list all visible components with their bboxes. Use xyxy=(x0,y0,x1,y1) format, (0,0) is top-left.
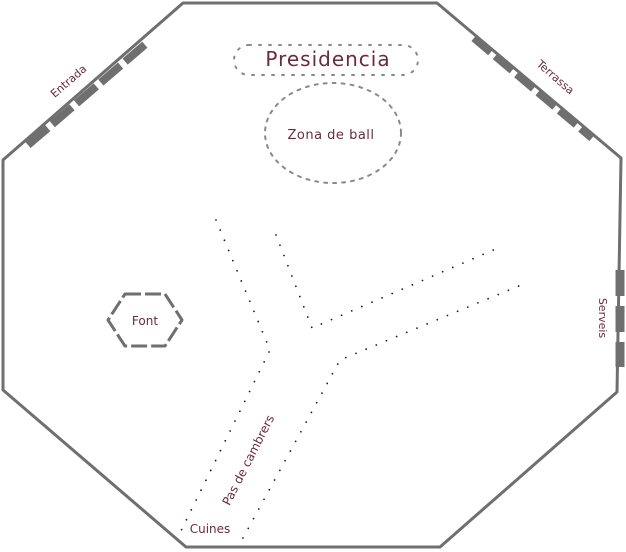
pas-cambrers-path xyxy=(178,219,527,539)
presidencia-label: Presidencia xyxy=(265,47,390,71)
path-left-line xyxy=(178,219,271,536)
entrada-door xyxy=(25,38,151,149)
path-lower-branch xyxy=(242,282,527,539)
font-hexagon xyxy=(106,292,184,348)
pas-cambrers-label: Pas de cambrers xyxy=(220,413,278,508)
path-upper-branch xyxy=(275,234,499,330)
serveis-label: Serveis xyxy=(596,298,609,339)
zona-ball-label: Zona de ball xyxy=(287,128,374,143)
terrassa-door xyxy=(471,34,595,142)
cuines-label: Cuines xyxy=(190,522,231,536)
font-label: Font xyxy=(132,314,158,328)
zona-ball-area xyxy=(264,82,402,184)
